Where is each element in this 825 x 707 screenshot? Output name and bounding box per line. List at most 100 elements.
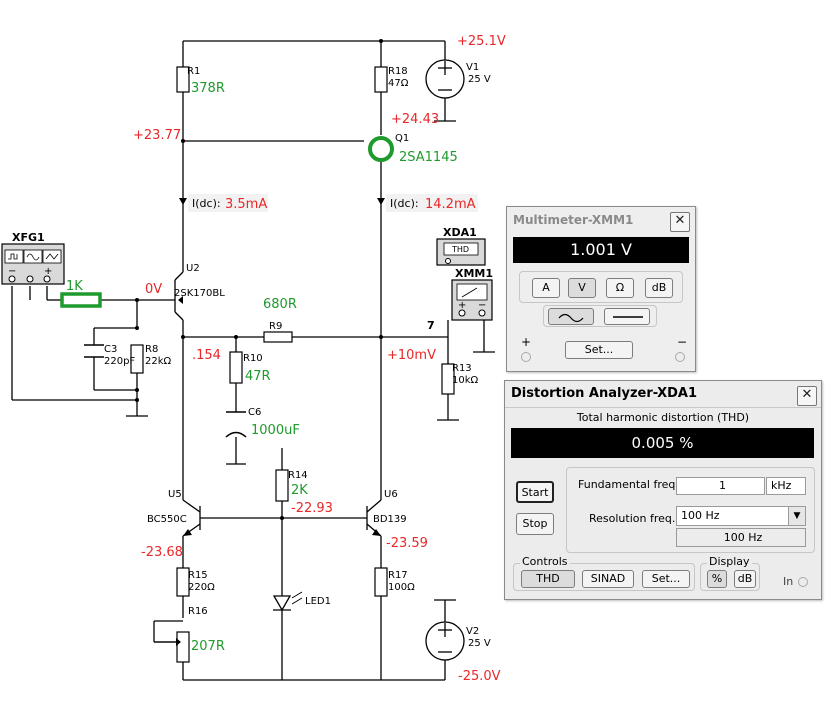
db-button[interactable]: dB	[734, 570, 756, 588]
probe1-value: 3.5mA	[225, 197, 267, 212]
u2-value: 2SK170BL	[174, 288, 225, 299]
q1-value: 2SA1145	[399, 150, 458, 165]
r14-value: 2K	[291, 483, 308, 498]
r14-body	[275, 469, 289, 502]
c6-ref: C6	[248, 407, 261, 418]
r9-value: 680R	[263, 297, 297, 312]
r17-ref: R17	[388, 570, 408, 581]
v2-source	[425, 621, 465, 661]
input-resistor-1k	[60, 292, 102, 308]
dc-mode-button[interactable]	[604, 308, 650, 325]
probe2-value: 14.2mA	[425, 197, 476, 212]
meter-db-button[interactable]: dB	[645, 278, 673, 298]
r17-body	[374, 567, 388, 597]
r18-ref: R18	[388, 66, 408, 77]
r10-body	[229, 351, 243, 384]
q1-transistor	[368, 136, 394, 162]
r15-ref: R15	[188, 570, 208, 581]
v1-source	[425, 59, 465, 99]
v1-ref: V1	[466, 62, 479, 73]
led1-ref: LED1	[305, 596, 331, 607]
chevron-down-icon[interactable]: ▼	[788, 507, 805, 525]
start-button[interactable]: Start	[516, 481, 554, 503]
probe1-label: I(dc):	[192, 197, 221, 210]
multimeter-close-button[interactable]: ✕	[670, 212, 690, 232]
r18-body	[374, 66, 388, 93]
stop-button[interactable]: Stop	[516, 513, 554, 535]
r1-ref: R1	[187, 66, 200, 77]
multimeter-set-button[interactable]: Set...	[565, 341, 633, 359]
r10-value: 47R	[245, 369, 271, 384]
dc-line-icon	[613, 316, 643, 318]
resolution-display: 100 Hz	[676, 528, 806, 547]
percent-button[interactable]: %	[707, 570, 727, 588]
multimeter-mode-group: A V Ω dB	[519, 271, 683, 303]
thd-title: Total harmonic distortion (THD)	[576, 411, 750, 424]
thd-button[interactable]: THD	[521, 570, 575, 588]
c3-ref: C3	[104, 344, 117, 355]
resolution-select[interactable]: 100 Hz ▼	[676, 506, 806, 526]
frequency-group: Fundamental freq. 1 kHz Resolution freq.…	[566, 467, 815, 553]
meter-amps-button[interactable]: A	[532, 278, 560, 298]
voltage-top: +25.1V	[457, 34, 506, 49]
r1-body	[176, 66, 190, 93]
controls-label: Controls	[520, 555, 570, 568]
xfg-minus: −	[8, 266, 16, 277]
multimeter-coupling-group	[543, 305, 657, 327]
r13-ref: R13	[452, 363, 472, 374]
voltage-source: .154	[192, 348, 221, 363]
r13-value: 10kΩ	[452, 375, 479, 386]
multimeter-window: Multimeter-XMM1 ✕ 1.001 V A V Ω dB + − S…	[506, 206, 696, 372]
r15-value: 220Ω	[188, 582, 215, 593]
probe2-label: I(dc):	[390, 197, 419, 210]
voltage-r14: -22.93	[291, 501, 333, 516]
thd-panel: Total harmonic distortion (THD) 0.005 %	[505, 407, 821, 460]
ac-mode-button[interactable]	[548, 308, 594, 325]
r13-body	[441, 363, 455, 395]
v1-value: 25 V	[468, 74, 491, 85]
in-terminal-label: In	[783, 575, 794, 588]
q1-ref: Q1	[395, 133, 409, 144]
voltage-gate: 0V	[145, 282, 162, 297]
u2-ref: U2	[186, 263, 200, 274]
r9-body	[263, 331, 293, 343]
u6-value: BD139	[373, 514, 407, 525]
multimeter-reading: 1.001 V	[513, 237, 689, 263]
rin-value: 1K	[66, 279, 83, 294]
xmm-minus: −	[478, 300, 486, 311]
meter-volts-button[interactable]: V	[568, 278, 596, 298]
multimeter-minus-terminal: −	[677, 335, 688, 349]
display-label: Display	[707, 555, 752, 568]
controls-group: Controls THD SINAD Set...	[513, 555, 695, 591]
r14-ref: R14	[288, 470, 308, 481]
xfg1-generator	[1, 243, 65, 285]
voltage-q1-emitter: +24.43	[391, 112, 439, 127]
c3-value: 220pF	[104, 356, 135, 367]
u6-ref: U6	[384, 489, 398, 500]
distortion-close-button[interactable]: ✕	[797, 386, 817, 406]
fundamental-unit[interactable]: kHz	[766, 477, 806, 495]
ac-wave-icon	[558, 313, 584, 323]
r18-value: 47Ω	[388, 78, 409, 89]
fundamental-input[interactable]: 1	[676, 477, 765, 495]
distortion-analyzer-title[interactable]: Distortion Analyzer-XDA1	[511, 386, 697, 401]
v2-ref: V2	[466, 626, 479, 637]
distortion-analyzer-window: Distortion Analyzer-XDA1 ✕ Total harmoni…	[504, 380, 822, 600]
r8-body	[130, 344, 144, 374]
multimeter-minus-jack	[675, 352, 685, 362]
sinad-button[interactable]: SINAD	[582, 570, 634, 588]
r8-value: 22kΩ	[145, 356, 172, 367]
voltage-u5: -23.68	[141, 545, 183, 560]
in-terminal-jack	[798, 577, 808, 587]
distortion-set-button[interactable]: Set...	[642, 570, 690, 588]
v2-value: 25 V	[468, 638, 491, 649]
meter-ohms-button[interactable]: Ω	[606, 278, 634, 298]
multimeter-plus-terminal: +	[521, 335, 532, 349]
fundamental-label: Fundamental freq.	[578, 478, 679, 491]
u5-ref: U5	[168, 489, 182, 500]
xda1-panel-label: THD	[451, 245, 469, 254]
voltage-bottom: -25.0V	[458, 669, 501, 684]
multimeter-title[interactable]: Multimeter-XMM1	[513, 213, 634, 227]
voltage-output: +10mV	[387, 348, 436, 363]
